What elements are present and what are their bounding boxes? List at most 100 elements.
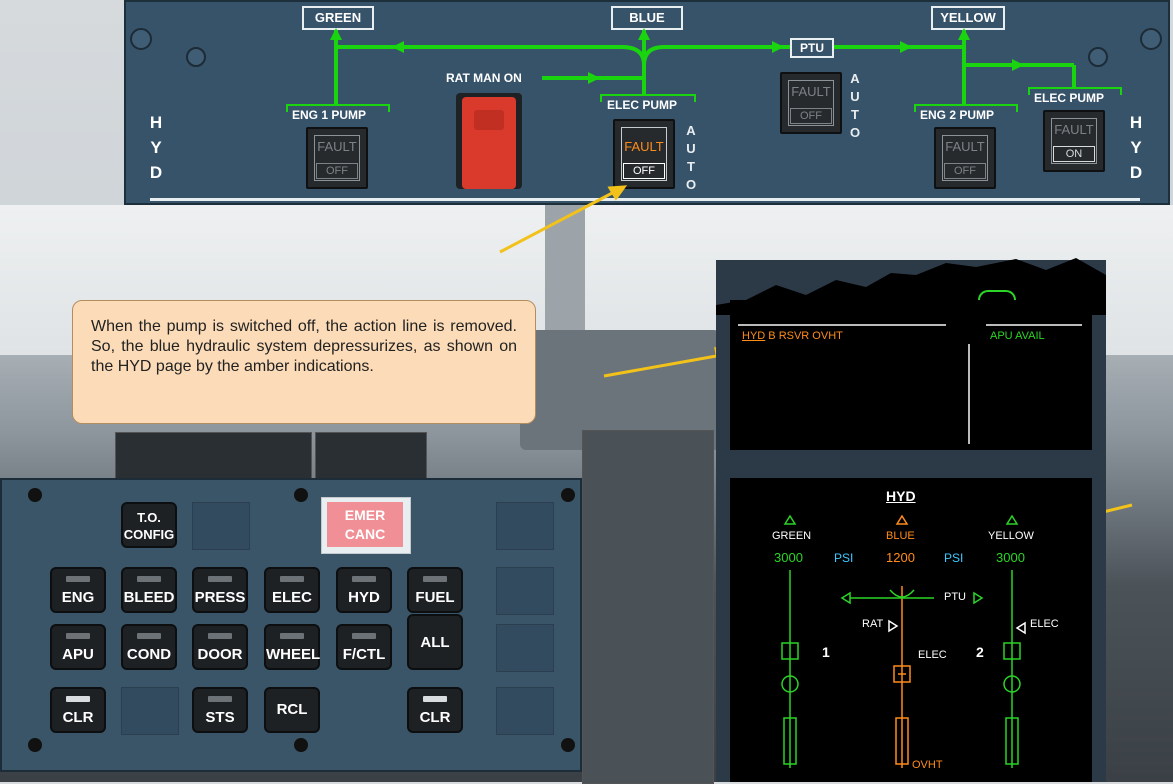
empty-slot bbox=[496, 567, 554, 615]
windshield-pillar bbox=[545, 205, 585, 335]
rcl-button[interactable]: RCL bbox=[264, 687, 320, 733]
empty-slot bbox=[121, 687, 179, 735]
eng1-fault-light: FAULT bbox=[317, 139, 357, 154]
panel-screw bbox=[28, 738, 42, 752]
all-button[interactable]: ALL bbox=[407, 614, 463, 670]
panel-screw bbox=[561, 488, 575, 502]
sd-psi-right: PSI bbox=[944, 551, 964, 565]
fctl-button-label: F/CTL bbox=[342, 646, 386, 663]
hydraulic-schematic-lines bbox=[330, 28, 1076, 105]
clr-left-label: CLR bbox=[62, 709, 94, 726]
sd-green-pressure: 3000 bbox=[774, 550, 803, 565]
wheel-button-label: WHEEL bbox=[266, 646, 321, 663]
eng1-pump-label: ENG 1 PUMP bbox=[290, 108, 369, 122]
door-button-label: DOOR bbox=[197, 646, 243, 663]
panel-screw bbox=[294, 738, 308, 752]
fctl-page-button[interactable]: F/CTL bbox=[336, 624, 392, 670]
clr-left-button[interactable]: CLR bbox=[50, 687, 106, 733]
elec-page-button[interactable]: ELEC bbox=[264, 567, 320, 613]
elec-button-label: ELEC bbox=[271, 589, 312, 606]
elec-pump-yellow-label: ELEC PUMP bbox=[1032, 91, 1107, 105]
ptu-off-light: OFF bbox=[790, 108, 832, 124]
eng-button-label: ENG bbox=[61, 589, 95, 606]
elec-pump-yellow-bracket bbox=[1028, 87, 1122, 95]
wheel-page-button[interactable]: WHEEL bbox=[264, 624, 320, 670]
elec-pump-yellow-button[interactable]: FAULT ON bbox=[1043, 110, 1105, 172]
press-button-label: PRESS bbox=[194, 589, 246, 606]
rat-man-on-label: RAT MAN ON bbox=[444, 71, 524, 85]
sd-eng1-label: 1 bbox=[822, 644, 830, 660]
ewd-divider-left bbox=[738, 324, 946, 326]
empty-slot bbox=[496, 687, 554, 735]
ewd-memo-apu-avail: APU AVAIL bbox=[990, 330, 1045, 342]
panel-screw bbox=[28, 488, 42, 502]
elec-pump-blue-bracket bbox=[600, 94, 696, 102]
cond-button-label: COND bbox=[126, 646, 172, 663]
rcl-label: RCL bbox=[276, 701, 308, 718]
sd-yellow-name: YELLOW bbox=[988, 530, 1034, 542]
elec-pump-blue-label: ELEC PUMP bbox=[605, 98, 680, 112]
sts-label: STS bbox=[205, 709, 235, 726]
door-page-button[interactable]: DOOR bbox=[192, 624, 248, 670]
panel-edge-line bbox=[150, 198, 1140, 201]
ptu-label: PTU bbox=[790, 38, 834, 58]
explanation-callout: When the pump is switched off, the actio… bbox=[72, 300, 536, 424]
cond-page-button[interactable]: COND bbox=[121, 624, 177, 670]
panel-screw bbox=[186, 47, 206, 67]
to-config-button[interactable]: T.O. CONFIG bbox=[121, 502, 177, 548]
eng2-off-light: OFF bbox=[944, 163, 986, 179]
panel-screw bbox=[1088, 47, 1108, 67]
apu-button-label: APU bbox=[62, 646, 94, 663]
eng-page-button[interactable]: ENG bbox=[50, 567, 106, 613]
panel-screw bbox=[130, 28, 152, 50]
emer-canc-line1: EMER bbox=[344, 507, 386, 523]
hyd-page-button[interactable]: HYD bbox=[336, 567, 392, 613]
sd-eng2-label: 2 bbox=[976, 644, 984, 660]
emer-canc-button[interactable]: EMER CANC bbox=[327, 502, 403, 547]
eng2-pump-button[interactable]: FAULT OFF bbox=[934, 127, 996, 189]
sts-button[interactable]: STS bbox=[192, 687, 248, 733]
ewd-warning-text: B RSVR OVHT bbox=[768, 330, 843, 342]
sd-blue-name: BLUE bbox=[886, 530, 915, 542]
hyd-button-label: HYD bbox=[348, 589, 380, 606]
ewd-hyd-prefix: HYD bbox=[742, 330, 766, 342]
sd-ptu-label: PTU bbox=[944, 591, 966, 603]
eng2-fault-light: FAULT bbox=[945, 139, 985, 154]
ptu-fault-light: FAULT bbox=[791, 84, 831, 99]
sd-ovht-label: OVHT bbox=[912, 759, 943, 771]
panel-screw bbox=[561, 738, 575, 752]
elec-pump-blue-button[interactable]: FAULT OFF bbox=[613, 119, 675, 189]
sd-blue-pressure: 1200 bbox=[886, 550, 915, 565]
bleed-page-button[interactable]: BLEED bbox=[121, 567, 177, 613]
press-page-button[interactable]: PRESS bbox=[192, 567, 248, 613]
engine-warning-display bbox=[730, 300, 1092, 450]
sd-page-title: HYD bbox=[886, 488, 916, 504]
cockpit-display-center bbox=[315, 432, 427, 480]
blue-system-label: BLUE bbox=[611, 6, 683, 30]
eng1-pump-button[interactable]: FAULT OFF bbox=[306, 127, 368, 189]
elec-blue-off-light: OFF bbox=[623, 163, 665, 179]
eng1-pump-bracket bbox=[286, 104, 390, 112]
sd-yellow-pressure: 3000 bbox=[996, 550, 1025, 565]
ewd-divider-right bbox=[986, 324, 1082, 326]
apu-page-button[interactable]: APU bbox=[50, 624, 106, 670]
clr-right-label: CLR bbox=[419, 709, 451, 726]
panel-screw bbox=[294, 488, 308, 502]
elec-yellow-on-light: ON bbox=[1053, 146, 1095, 162]
eng2-pump-label: ENG 2 PUMP bbox=[918, 108, 997, 122]
ewd-indicator-icon bbox=[978, 290, 1016, 300]
to-config-line1: T.O. bbox=[137, 510, 161, 525]
ptu-button[interactable]: FAULT OFF bbox=[780, 72, 842, 134]
empty-slot bbox=[192, 502, 250, 550]
eng1-off-light: OFF bbox=[316, 163, 358, 179]
ewd-divider-vertical bbox=[968, 344, 970, 444]
emer-canc-line2: CANC bbox=[344, 526, 386, 542]
fuel-page-button[interactable]: FUEL bbox=[407, 567, 463, 613]
yellow-system-label: YELLOW bbox=[931, 6, 1005, 30]
empty-slot bbox=[496, 502, 554, 550]
clr-right-button[interactable]: CLR bbox=[407, 687, 463, 733]
